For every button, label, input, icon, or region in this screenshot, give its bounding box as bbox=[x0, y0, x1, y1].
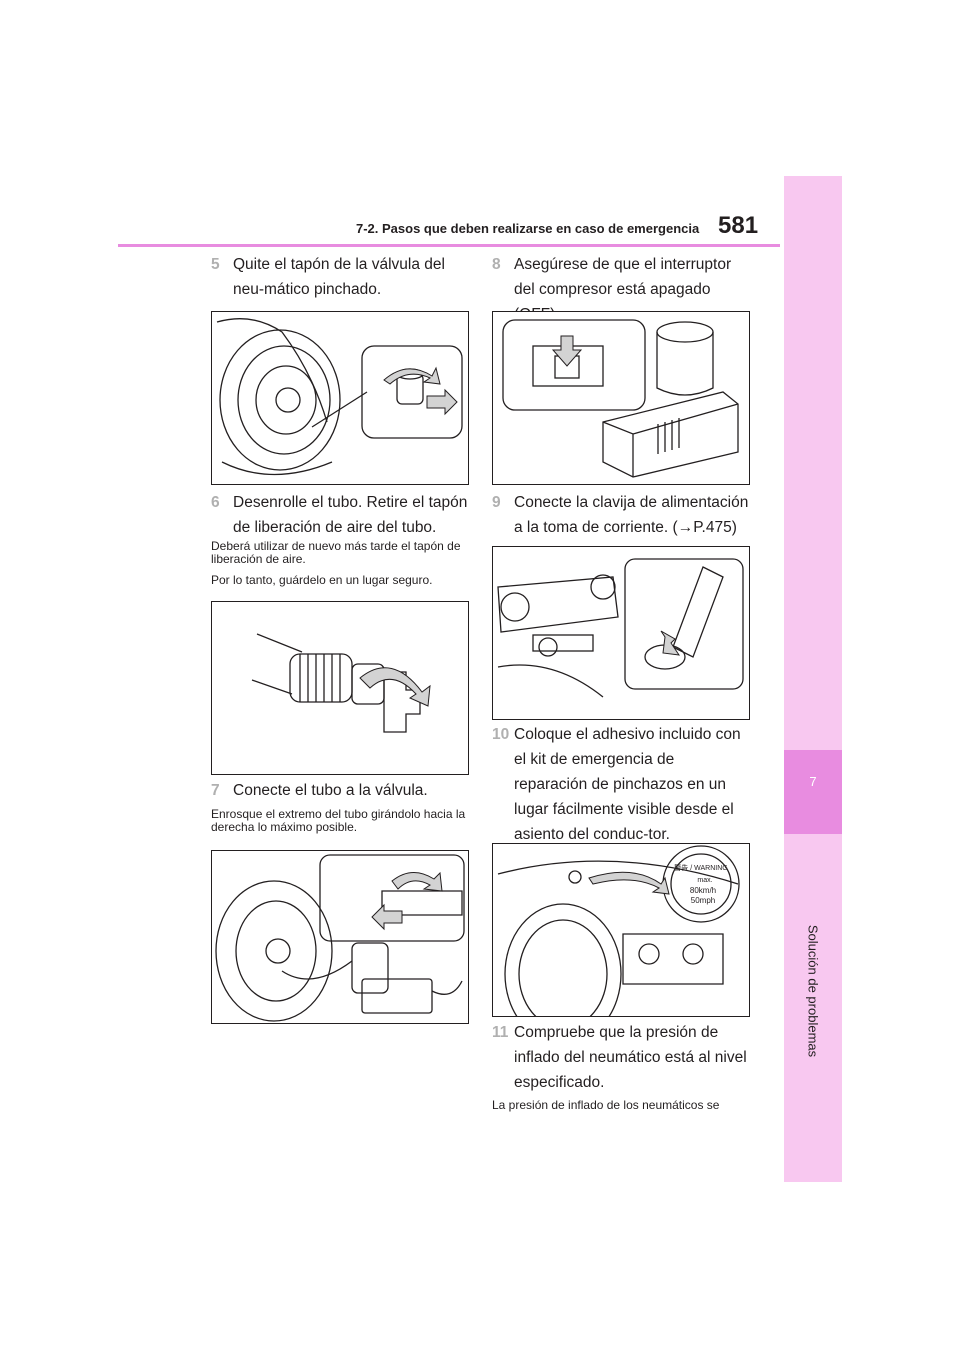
sticker-max: max. bbox=[697, 877, 712, 884]
section-title: 7-2. Pasos que deben realizarse en caso … bbox=[356, 221, 700, 236]
step-text: Quite el tapón de la válvula del neu-mát… bbox=[233, 256, 445, 298]
sticker-kmh: 80km/h bbox=[690, 886, 716, 895]
step-number: 6 bbox=[211, 494, 220, 511]
step-number: 8 bbox=[492, 256, 501, 273]
step-number: 5 bbox=[211, 256, 220, 273]
figure-sticker-placement: 警告 / WARNING max. 80km/h 50mph bbox=[492, 843, 750, 1017]
header-rule bbox=[118, 244, 780, 247]
step-11: 11 Compruebe que la presión de inflado d… bbox=[492, 1020, 750, 1095]
step-6-note-2: Por lo tanto, guárdelo en un lugar segur… bbox=[211, 573, 433, 587]
step-text: Desenrolle el tubo. Retire el tapón de l… bbox=[233, 494, 468, 536]
step-text: Conecte la clavija de alimentación a la … bbox=[514, 494, 749, 536]
step-5: 5 Quite el tapón de la válvula del neu-m… bbox=[211, 252, 469, 302]
figure-tube-cap bbox=[211, 601, 469, 775]
step-9: 9 Conecte la clavija de alimentación a l… bbox=[492, 490, 750, 540]
step-text: Conecte el tubo a la válvula. bbox=[233, 782, 428, 799]
figure-compressor-switch bbox=[492, 311, 750, 485]
chapter-number-box bbox=[784, 750, 842, 834]
step-7: 7 Conecte el tubo a la válvula. bbox=[211, 778, 469, 803]
chapter-title: Solución de problemas bbox=[805, 924, 821, 1058]
sticker-warning: 警告 / WARNING bbox=[674, 863, 727, 872]
step-11-note: La presión de inflado de los neumáticos … bbox=[492, 1098, 720, 1112]
step-text: Coloque el adhesivo incluido con el kit … bbox=[514, 726, 741, 843]
step-number: 9 bbox=[492, 494, 501, 511]
step-text: Compruebe que la presión de inflado del … bbox=[514, 1024, 747, 1091]
figure-valve-cap bbox=[211, 311, 469, 485]
step-number: 10 bbox=[492, 726, 510, 743]
step-7-note: Enrosque el extremo del tubo girándolo h… bbox=[211, 807, 466, 834]
step-10: 10 Coloque el adhesivo incluido con el k… bbox=[492, 722, 750, 847]
chapter-side-tab: 7 Solución de problemas bbox=[784, 176, 842, 1182]
step-6: 6 Desenrolle el tubo. Retire el tapón de… bbox=[211, 490, 469, 540]
page-number: 581 bbox=[718, 212, 759, 239]
step-number: 11 bbox=[492, 1024, 509, 1041]
figure-connect-tube bbox=[211, 850, 469, 1024]
chapter-number: 7 bbox=[809, 774, 817, 789]
step-6-note-1: Deberá utilizar de nuevo más tarde el ta… bbox=[211, 539, 461, 566]
step-number: 7 bbox=[211, 782, 220, 799]
figure-power-plug bbox=[492, 546, 750, 720]
sticker-mph: 50mph bbox=[691, 896, 715, 905]
